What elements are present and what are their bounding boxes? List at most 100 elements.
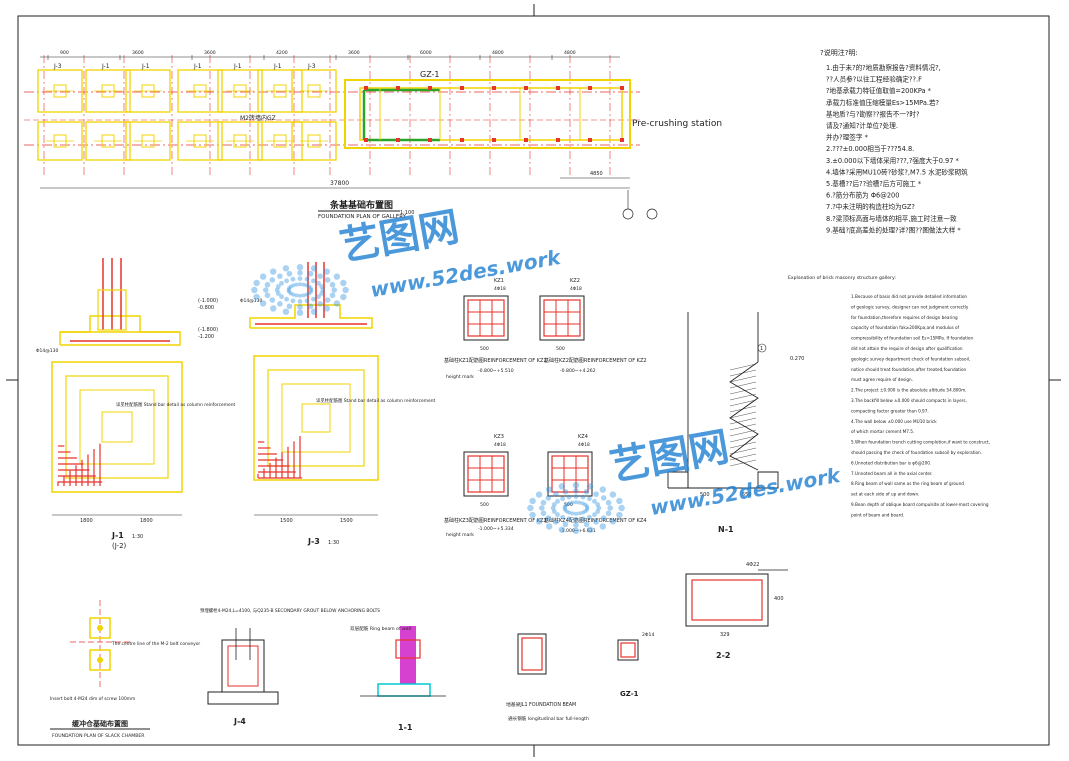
j1-plan-inner (79, 389, 155, 465)
watermark-dot (310, 265, 318, 272)
section-11: 双层配筋 Ring beam of wall 1-1 (350, 625, 446, 732)
watermark-dot (291, 292, 296, 297)
watermark-dot (297, 276, 303, 281)
watermark-dot (287, 286, 292, 291)
kz-dim: 500 (564, 502, 573, 508)
kz-column-sections: KZ14Φ18500KZ24Φ18500KZ34Φ18500KZ44Φ18500 (463, 278, 593, 508)
hatch-line (729, 411, 757, 419)
watermark-globe-icon (527, 482, 625, 534)
watermark-dot (599, 523, 607, 530)
watermark-dot (320, 287, 326, 293)
watermark-dot (329, 281, 336, 288)
gallery-pier (396, 86, 400, 90)
watermark-dot (553, 491, 559, 497)
kz-section (463, 451, 509, 497)
watermark-dot (599, 486, 607, 493)
n1-hatch (729, 363, 757, 467)
gallery-pier (428, 138, 432, 142)
watermark-dot (572, 527, 580, 534)
axis-bubble (622, 208, 634, 220)
column-gz1: 2Φ14 GZ-1 (617, 632, 654, 698)
watermark-dot (551, 509, 557, 514)
note-en-item: 1.Because of basis did not provide detai… (851, 294, 967, 299)
hatch-line (729, 363, 757, 371)
gallery-pier (460, 86, 464, 90)
watermark-dot (275, 291, 281, 296)
j1-rebar-mesh (57, 443, 103, 486)
kz4-range: -1.000~+6.631 (560, 528, 596, 534)
n1-ref-bubble (757, 343, 767, 353)
j4-bar (227, 645, 259, 687)
n1-label: N-1 (718, 525, 734, 534)
watermark-dot (316, 280, 321, 286)
watermark-dot (574, 500, 578, 505)
j1-note: 详见柱配筋图 Stand bar detail as column reinfo… (116, 401, 235, 408)
kz-bar: 4Φ18 (494, 286, 506, 292)
watermark-dot (287, 289, 292, 294)
kz-dim: 500 (480, 502, 489, 508)
watermark-dot (564, 502, 569, 507)
note-cn-item: 承载力标准值压缩模量Es>15MPa.若? (826, 98, 940, 107)
s22-dim-h: 400 (774, 596, 784, 602)
detail-j3: Φ14@130 详见柱配筋图 Stand bar detail as colum… (240, 262, 435, 546)
hatch-line (729, 441, 757, 449)
j1-footing-section (59, 315, 181, 346)
watermark-dot (307, 270, 314, 277)
s22-dim-w: 329 (720, 632, 730, 638)
watermark-dot (558, 483, 566, 490)
n1-ref: 1 (760, 346, 763, 352)
plan-footing (291, 121, 337, 161)
s11-beam (395, 639, 421, 659)
top-dimension: 3600 (132, 50, 144, 56)
plan-title-en: FOUNDATION PLAN OF GALLERY (318, 214, 407, 220)
s11-wall (400, 626, 416, 684)
watermark-dot (563, 504, 568, 509)
watermark-dot (573, 522, 579, 528)
note-cn-item: 9.基础?底高差处的处理?详?图??图做法大样 * (826, 225, 961, 234)
j4-base (207, 691, 279, 705)
watermark-dot (555, 498, 560, 504)
watermark-dot (555, 512, 560, 518)
watermark-dot (553, 519, 559, 525)
gallery-wall (344, 79, 631, 149)
watermark-dot (329, 292, 336, 299)
top-dimension: 4800 (564, 50, 576, 56)
notes-cn: ?说明注?明: 1.由于未?的?地质勘察报告?资料情况?, ??人员参?以往工程… (820, 48, 968, 234)
note-cn-item: 请及?通知?计单位?处理. (826, 121, 898, 130)
watermark-dot (284, 296, 289, 302)
note-en-item: 5.When foundation trench cutting complet… (851, 440, 990, 445)
note-en-item: capacity of foundation fak≥200Kpa,and mo… (851, 325, 960, 330)
watermark-dot (251, 286, 258, 294)
watermark-dot (274, 287, 280, 293)
note-cn-item: ?地基承载力特征值取值=200KPa * (826, 86, 932, 95)
watermark-dot (304, 276, 310, 282)
watermark-dot (301, 293, 306, 298)
watermark-dot (279, 280, 284, 286)
watermark-dot (286, 270, 293, 277)
axis-label: J-1 (233, 63, 242, 70)
watermark-dot (296, 309, 304, 316)
n1-dim-a: 500 (700, 492, 710, 498)
plan-footing (37, 69, 83, 113)
kz-stirrup (551, 455, 589, 493)
hatch-line (729, 435, 757, 443)
note-en-item: must agree require of design. (851, 377, 913, 382)
s11-label: 1-1 (398, 723, 413, 732)
bolt-icon (97, 657, 103, 663)
note-cn-item: 6.?筋分布筋为 Φ6@200 (826, 191, 899, 200)
axis-label: J-3 (307, 63, 316, 70)
gz1-section (617, 639, 639, 661)
note-en-item: for foundation,therefore requires of des… (851, 315, 958, 320)
watermark-dot (259, 300, 267, 307)
note-en-item: point of beam and board. (851, 512, 904, 517)
gallery-pier (588, 138, 592, 142)
gallery-pier (428, 86, 432, 90)
watermark-dot (288, 284, 293, 289)
watermark-dot (342, 286, 349, 294)
note-en-item: compressibility of foundation soil Es>15… (851, 336, 973, 341)
j3-note: 详见柱配筋图 Stand bar detail as column reinfo… (316, 397, 435, 404)
watermark-dot (286, 288, 291, 292)
watermark-dot (592, 498, 597, 504)
note-en-item: should passing the check of foundation s… (851, 450, 982, 455)
kz-code: KZ4 (578, 434, 588, 440)
